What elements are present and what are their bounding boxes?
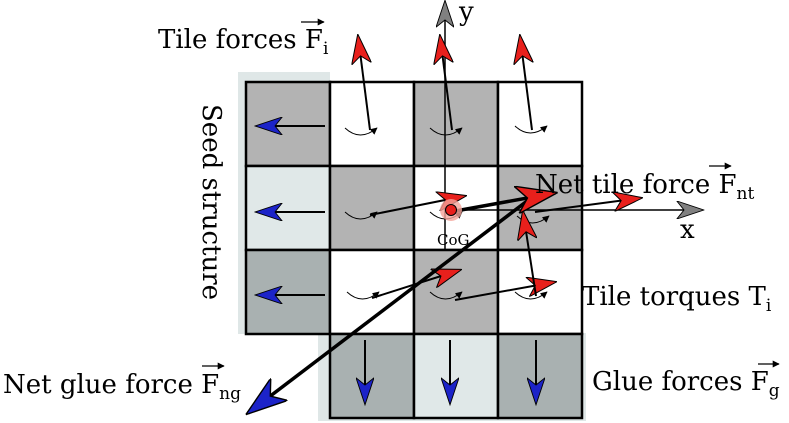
x-axis-label: x	[680, 215, 695, 245]
svg-text:Tile torques Ti: Tile torques Ti	[582, 282, 772, 316]
seed-structure-label: Seed structure	[196, 104, 226, 300]
tile-grid	[244, 80, 584, 420]
svg-text:Net tile force Fnt: Net tile force Fnt	[535, 170, 754, 204]
tile-force-arrow-r3c3	[454, 282, 555, 301]
tile-r3c1	[244, 248, 332, 336]
net-glue-force-label: Net glue force Fng	[3, 362, 241, 404]
glue-forces-label: Glue forces Fg	[592, 360, 780, 401]
svg-text:Net glue force Fng: Net glue force Fng	[3, 370, 241, 404]
svg-text:Tile forces Fi: Tile forces Fi	[158, 25, 329, 59]
net-tile-force-label: Net tile force Fnt	[535, 162, 754, 204]
glue-force-arrows	[257, 126, 536, 403]
tile-r1c3	[412, 80, 500, 168]
tile-r1c4	[496, 80, 584, 168]
torque-curl-r3c3	[429, 291, 463, 300]
y-axis-label: y	[458, 0, 474, 27]
tile-r3c3	[412, 248, 500, 336]
tile-r3c4	[496, 248, 584, 336]
tile-r4c2	[328, 332, 416, 420]
tile-forces-label: Tile forces Fi	[158, 18, 329, 59]
tile-force-arrow-r1c2	[358, 36, 370, 131]
tile-r1c1	[244, 80, 332, 168]
tile-r4c3	[412, 332, 500, 420]
tile-force-arrow-r1c3	[440, 36, 452, 131]
cog-marker	[440, 199, 462, 221]
torque-curl-r1c4	[514, 125, 548, 134]
tile-r4c4	[496, 332, 584, 420]
tile-torques-label: Tile torques Ti	[582, 282, 772, 316]
tile-r2c1	[244, 164, 332, 252]
torque-curl-r1c2	[344, 127, 378, 136]
net-glue-force-arrow	[248, 193, 537, 413]
tile-r3c2	[328, 248, 416, 336]
torque-curl-r3c2	[346, 291, 380, 300]
net-tile-force-arrow	[449, 193, 555, 212]
cog-label: CoG	[437, 231, 470, 249]
tile-force-arrows	[358, 36, 641, 301]
tile-force-arrow-r3c4	[523, 212, 536, 297]
tile-r1c2	[328, 80, 416, 168]
svg-text:Glue forces Fg: Glue forces Fg	[592, 367, 780, 401]
tile-force-arrow-r1c4	[520, 36, 532, 131]
